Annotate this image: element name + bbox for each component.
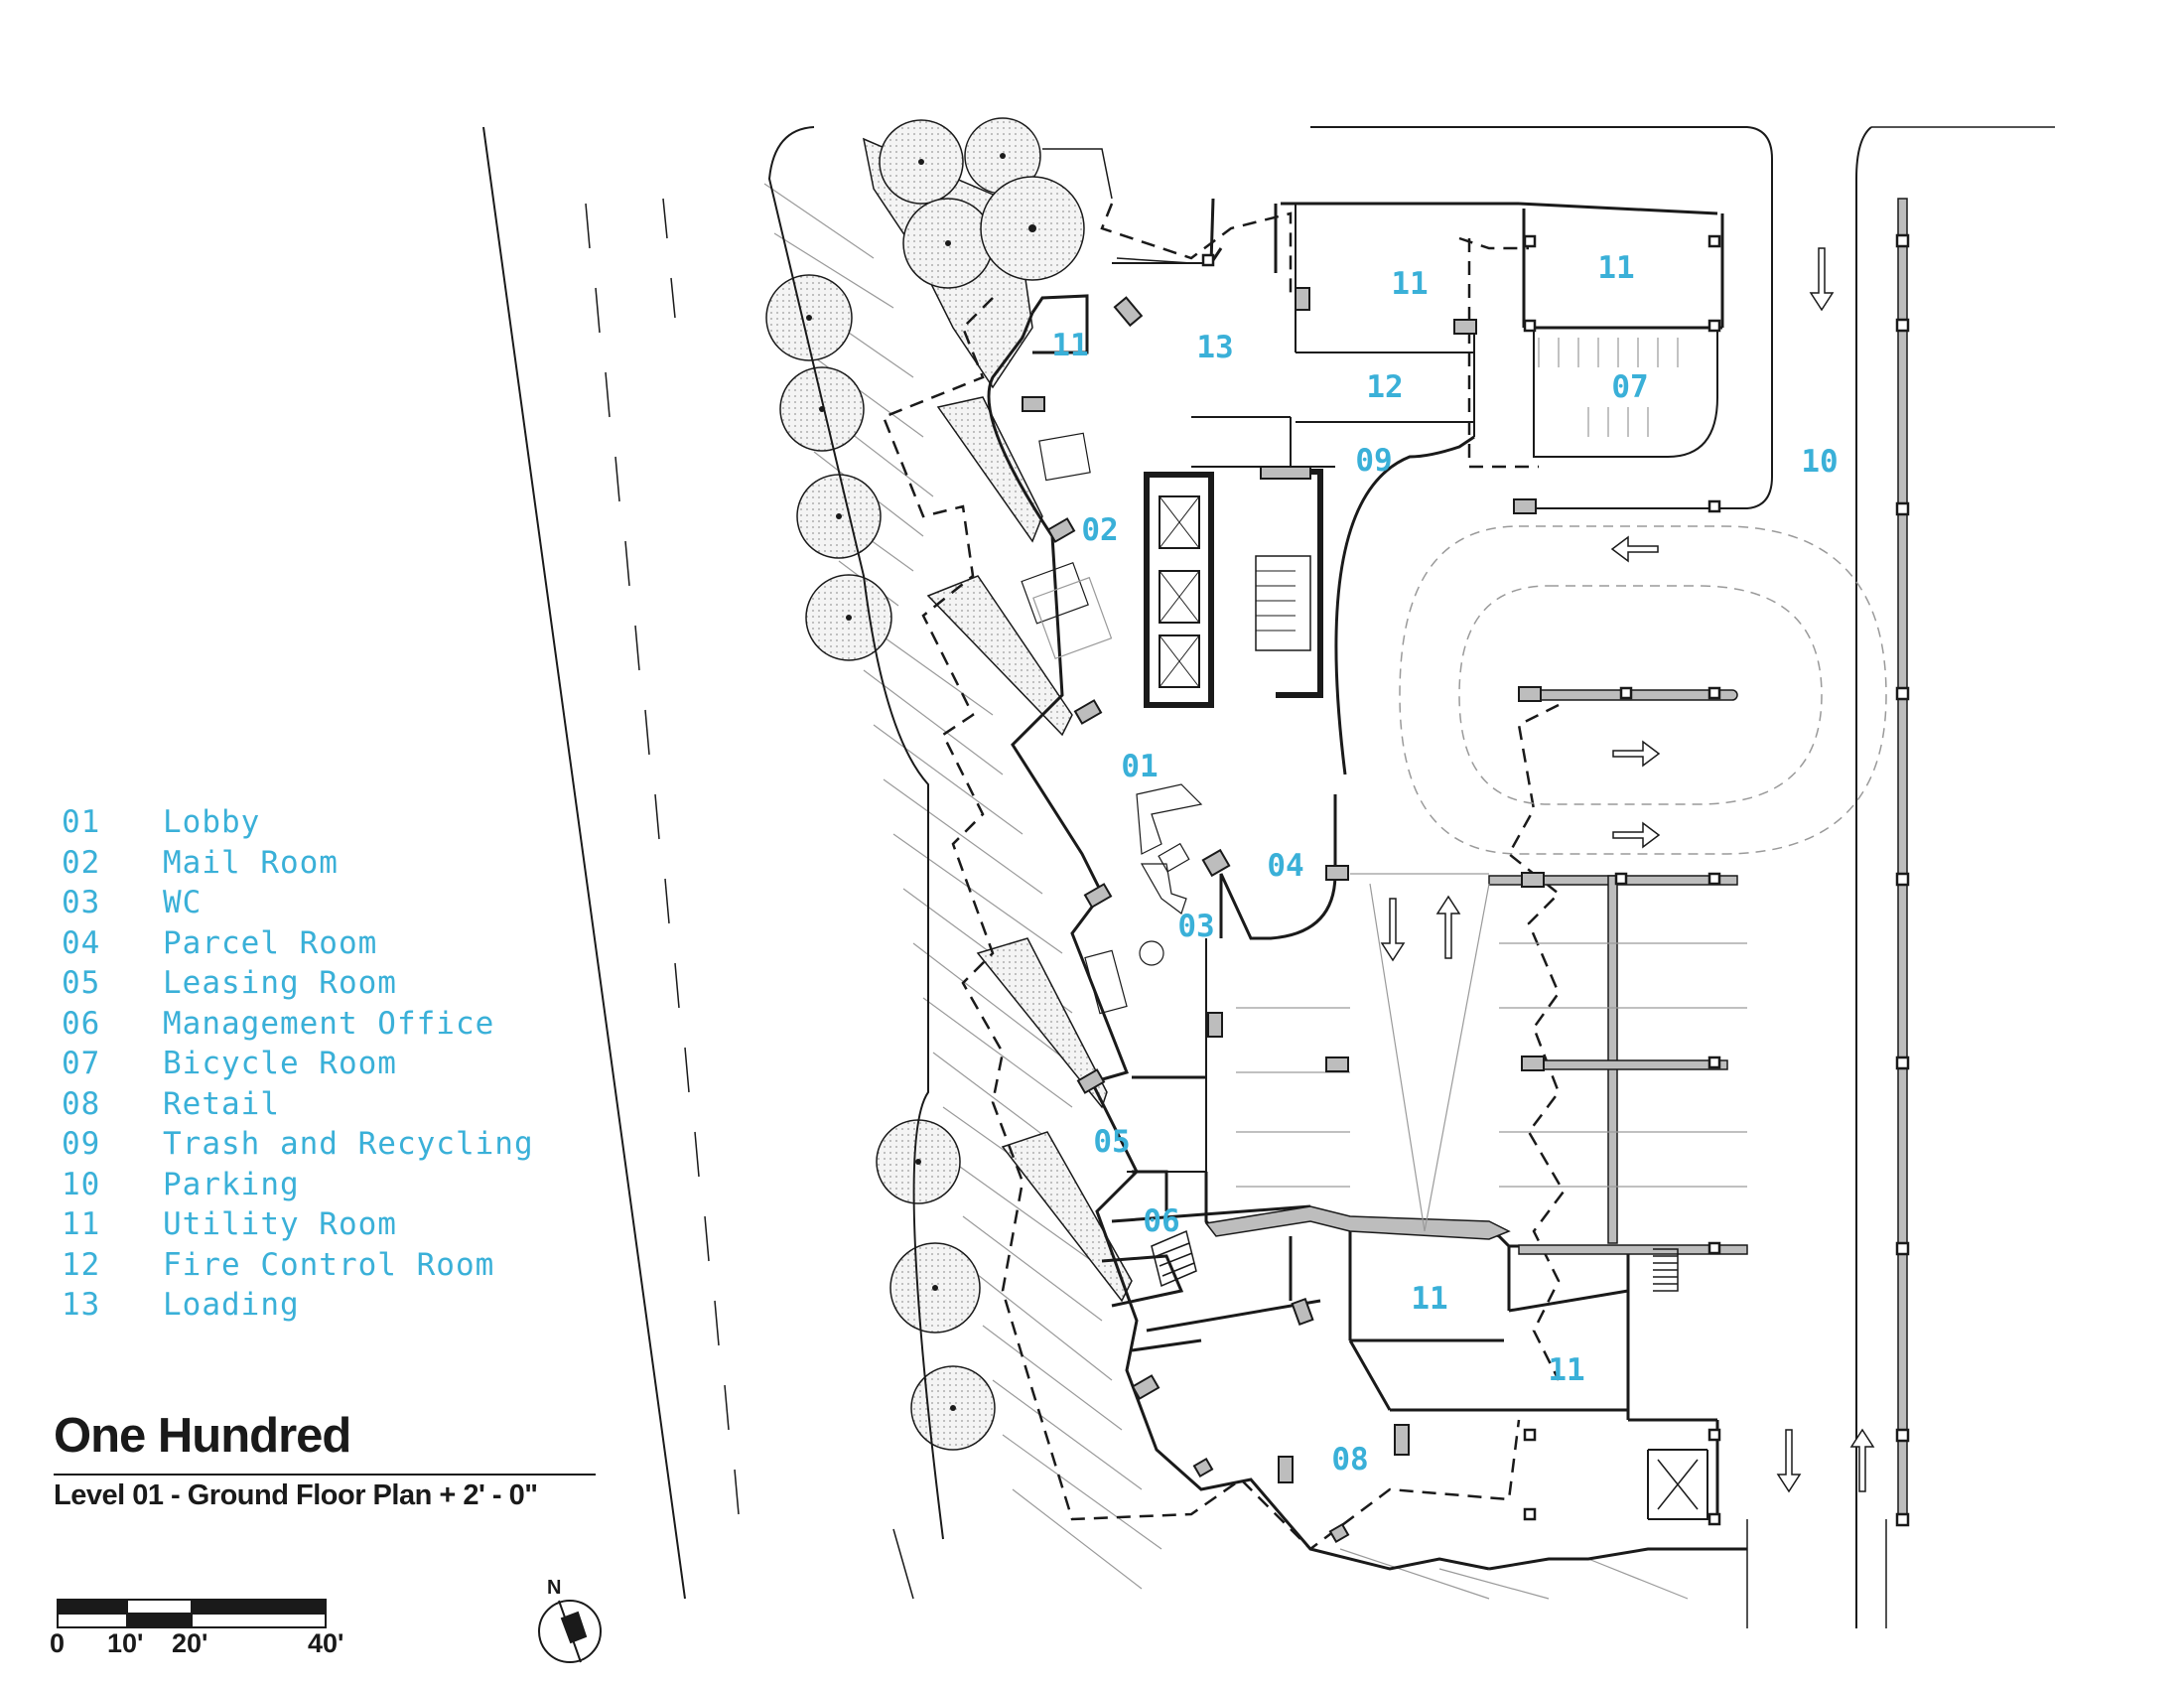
scale-label-40: 40' [308, 1628, 344, 1658]
building-core [1144, 466, 1323, 708]
legend-name: Retail [163, 1085, 280, 1122]
legend-name: Parking [163, 1166, 300, 1202]
legend-name: Mail Room [163, 844, 339, 881]
room-label-03: 03 [1177, 909, 1214, 944]
title-divider [54, 1474, 596, 1476]
legend-number: 07 [62, 1046, 101, 1082]
legend-item: 04 Parcel Room [62, 923, 617, 964]
parking-stalls [1236, 338, 1747, 1232]
parking-structure [1204, 198, 1908, 1515]
legend-name: Management Office [163, 1005, 495, 1042]
room-label-08: 08 [1331, 1442, 1368, 1477]
furniture [1021, 432, 1203, 1015]
legend-name: WC [163, 885, 203, 921]
legend-number: 13 [62, 1287, 101, 1324]
traffic-arrows [1380, 247, 1875, 1493]
room-label-01: 01 [1121, 749, 1158, 784]
legend-item: 01 Lobby [62, 802, 617, 843]
street [482, 126, 914, 1600]
room-label-09: 09 [1355, 443, 1392, 479]
room-label-11: 11 [1391, 266, 1428, 302]
legend-number: 11 [62, 1206, 101, 1243]
misc-lines [1042, 148, 1699, 1510]
legend-number: 12 [62, 1246, 101, 1283]
legend-number: 02 [62, 844, 101, 881]
site-outline [767, 126, 2055, 1628]
legend-name: Loading [163, 1287, 300, 1324]
legend-number: 01 [62, 804, 101, 841]
legend-name: Lobby [163, 804, 261, 841]
room-labels: 01 02 03 04 05 06 07 08 09 10 11 11 11 1… [1051, 250, 1838, 1477]
legend-name: Trash and Recycling [163, 1126, 534, 1163]
legend-name: Fire Control Room [163, 1246, 495, 1283]
columns [1022, 287, 1545, 1544]
legend-name: Utility Room [163, 1206, 397, 1243]
legend-number: 08 [62, 1085, 101, 1122]
legend-number: 05 [62, 965, 101, 1002]
legend-item: 08 Retail [62, 1084, 617, 1125]
room-label-11: 11 [1411, 1281, 1447, 1317]
room-label-11: 11 [1597, 250, 1634, 286]
room-label-05: 05 [1093, 1124, 1130, 1160]
legend-name: Leasing Room [163, 965, 397, 1002]
scale-label-20: 20' [172, 1628, 208, 1658]
drawing-title: One Hundred [54, 1409, 351, 1463]
small-columns [1201, 233, 1910, 1527]
room-legend: 01 Lobby 02 Mail Room 03 WC 04 Parcel Room 0… [62, 802, 617, 1326]
room-label-12: 12 [1366, 369, 1403, 405]
legend-number: 09 [62, 1126, 101, 1163]
room-label-06: 06 [1143, 1203, 1179, 1239]
legend-name: Bicycle Room [163, 1046, 397, 1082]
legend-item: 05 Leasing Room [62, 963, 617, 1004]
legend-item: 11 Utility Room [62, 1204, 617, 1245]
trees [765, 117, 1085, 1451]
legend-item: 13 Loading [62, 1285, 617, 1326]
scale-bar [57, 1599, 327, 1628]
room-label-11: 11 [1051, 328, 1088, 363]
room-label-04: 04 [1267, 848, 1303, 884]
legend-item: 09 Trash and Recycling [62, 1124, 617, 1165]
legend-number: 03 [62, 885, 101, 921]
legend-item: 07 Bicycle Room [62, 1044, 617, 1084]
legend-number: 06 [62, 1005, 101, 1042]
drawing-subtitle: Level 01 - Ground Floor Plan + 2' - 0" [54, 1479, 538, 1511]
legend-item: 10 Parking [62, 1165, 617, 1205]
legend-item: 06 Management Office [62, 1004, 617, 1045]
room-label-10: 10 [1801, 444, 1838, 480]
scale-label-0: 0 [50, 1628, 66, 1658]
legend-name: Parcel Room [163, 924, 378, 961]
legend-number: 10 [62, 1166, 101, 1202]
room-label-07: 07 [1611, 369, 1648, 405]
drive-ramp [1399, 525, 1887, 855]
room-label-13: 13 [1196, 330, 1233, 365]
legend-item: 02 Mail Room [62, 843, 617, 884]
legend-item: 12 Fire Control Room [62, 1245, 617, 1286]
room-label-11: 11 [1548, 1352, 1584, 1388]
legend-number: 04 [62, 924, 101, 961]
north-arrow-icon [538, 1600, 602, 1663]
north-label: N [547, 1577, 562, 1599]
scale-label-10: 10' [107, 1628, 144, 1658]
room-label-02: 02 [1081, 512, 1118, 548]
legend-item: 03 WC [62, 883, 617, 923]
